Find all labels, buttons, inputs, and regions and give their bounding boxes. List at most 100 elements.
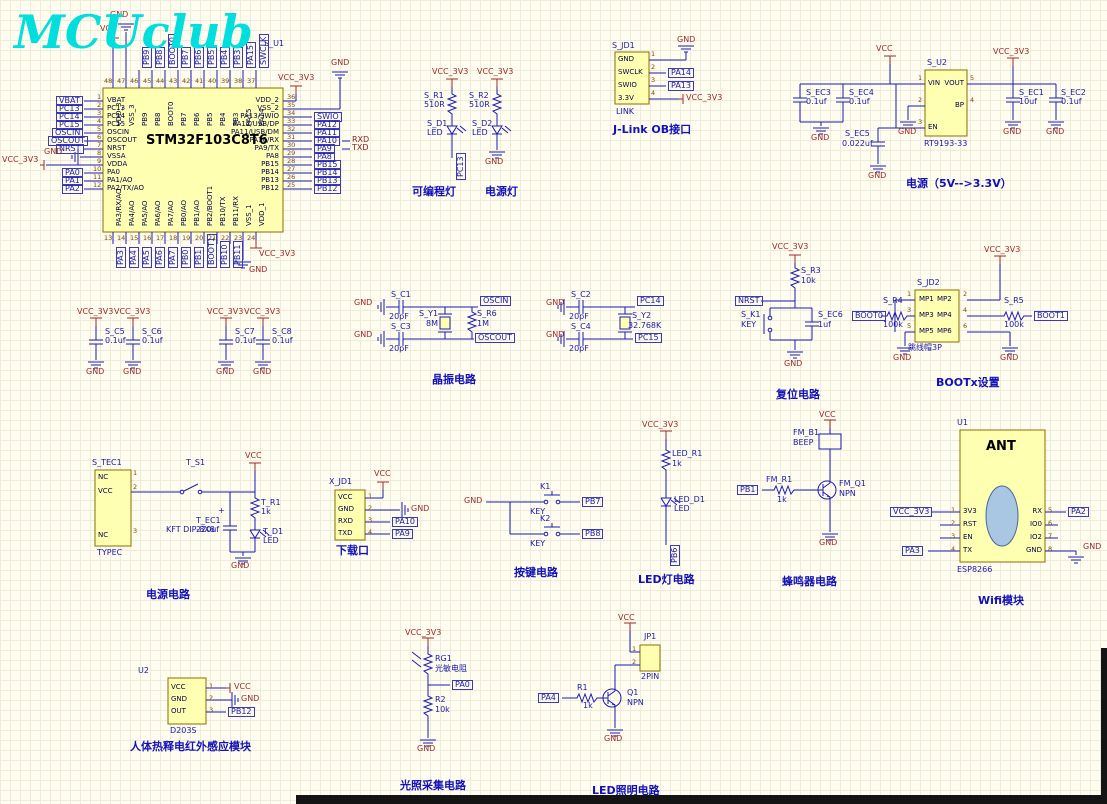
capv-icon xyxy=(89,326,103,358)
wire xyxy=(607,690,616,697)
gndf-icon xyxy=(489,151,505,159)
bar-icon xyxy=(491,78,503,87)
gndf-icon xyxy=(255,361,271,369)
gndf-icon xyxy=(218,361,234,369)
contact-icon xyxy=(555,531,561,537)
symbol-shape xyxy=(1002,310,1026,322)
gndf-icon xyxy=(557,331,565,347)
barh-icon xyxy=(40,160,45,170)
bar-icon xyxy=(994,255,1006,264)
gndf-icon xyxy=(377,299,385,315)
ledv-icon xyxy=(249,528,270,542)
bar-icon xyxy=(824,419,836,428)
caph-icon xyxy=(395,300,407,314)
gndf-icon xyxy=(822,533,838,541)
wire xyxy=(822,482,831,489)
symbol-shape xyxy=(660,497,672,507)
resv-icon xyxy=(660,448,672,472)
contact-icon xyxy=(543,499,549,505)
gndf-icon xyxy=(71,149,79,165)
gndf-icon xyxy=(870,165,886,173)
gndf-icon xyxy=(678,45,694,53)
ledv-icon xyxy=(446,124,467,138)
mcu-box xyxy=(102,87,284,233)
wire xyxy=(826,495,831,498)
buzzer-body xyxy=(818,433,842,450)
gndf-icon xyxy=(557,299,565,315)
bar-icon xyxy=(220,317,232,326)
gndf-icon xyxy=(235,557,251,565)
xtalv-icon xyxy=(618,307,632,339)
symbol-shape xyxy=(249,496,261,520)
gndf-icon xyxy=(231,692,239,708)
resh-icon xyxy=(575,692,599,704)
typec-box xyxy=(94,469,132,547)
resv-icon xyxy=(446,92,458,116)
gndf-icon xyxy=(900,121,916,129)
bar-icon xyxy=(1007,57,1019,66)
bar-icon xyxy=(446,78,458,87)
gndf-icon xyxy=(332,71,348,79)
jlink-box xyxy=(614,51,650,105)
resv-icon xyxy=(789,266,801,290)
gndf-icon xyxy=(813,127,829,135)
gndf-icon xyxy=(118,23,134,31)
bootx-box xyxy=(914,289,960,343)
symbol-shape xyxy=(446,125,458,135)
symbol-shape xyxy=(885,310,909,322)
wire xyxy=(262,529,270,536)
capv-icon xyxy=(805,308,819,340)
caph-icon xyxy=(575,332,587,346)
wire xyxy=(673,497,681,504)
contact-icon xyxy=(767,327,773,333)
capv-icon xyxy=(126,326,140,358)
xtalv-icon xyxy=(438,307,452,339)
keyh-icon xyxy=(538,491,566,505)
swt-icon xyxy=(176,483,206,495)
contact-icon xyxy=(543,531,549,537)
wire xyxy=(459,125,467,132)
wire xyxy=(411,659,422,668)
barh-icon xyxy=(226,683,231,693)
bar-icon xyxy=(249,462,261,471)
resv-icon xyxy=(466,310,478,334)
gndf-icon xyxy=(125,361,141,369)
gndf-icon xyxy=(1068,556,1084,564)
capv-icon xyxy=(256,326,270,358)
wire xyxy=(670,499,678,506)
buz-icon xyxy=(818,428,842,455)
gndf-icon xyxy=(1002,347,1018,355)
gndf-icon xyxy=(377,331,385,347)
symbol-shape xyxy=(249,529,261,539)
capv-icon xyxy=(871,128,885,160)
ant-icon xyxy=(985,485,1019,547)
wire xyxy=(456,127,464,134)
keyh-icon xyxy=(538,523,566,537)
barh-icon xyxy=(679,94,684,104)
bar-icon xyxy=(250,240,262,249)
gndf-icon xyxy=(897,347,913,355)
wire xyxy=(183,483,199,492)
caph-icon xyxy=(575,300,587,314)
symbol-shape xyxy=(575,692,599,704)
bar-icon xyxy=(660,430,672,439)
capv-icon xyxy=(1006,84,1020,116)
capv-icon xyxy=(836,84,850,116)
contact-icon xyxy=(555,499,561,505)
symbol-shape xyxy=(772,484,796,496)
capv-icon xyxy=(219,326,233,358)
symbol-shape xyxy=(660,448,672,472)
bar-icon xyxy=(624,622,636,631)
wire xyxy=(504,125,512,132)
contact-icon xyxy=(179,489,185,495)
wire xyxy=(611,703,616,706)
pir-box xyxy=(167,677,207,725)
ledlight-box xyxy=(639,644,661,672)
bar-icon xyxy=(290,85,302,94)
bar-icon xyxy=(107,37,119,46)
ledv-icon xyxy=(660,496,681,510)
resv-icon xyxy=(422,652,434,676)
symbol-shape xyxy=(789,266,801,290)
keyv-icon xyxy=(763,308,773,340)
